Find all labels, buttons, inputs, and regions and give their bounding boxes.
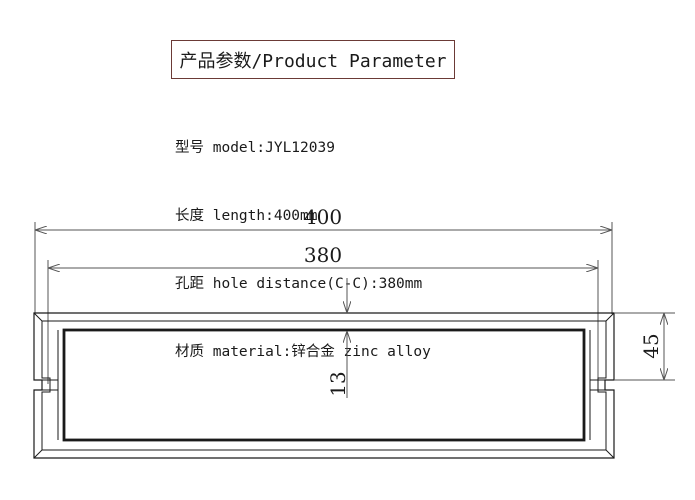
dimension-label-45: 45 xyxy=(639,333,663,358)
parameter-list: 型号 model:JYL12039 长度 length:400mm 孔距 hol… xyxy=(175,92,431,386)
handle-outline xyxy=(33,312,615,459)
handle-inner-edge xyxy=(41,320,607,451)
dimension-380: 380 xyxy=(47,243,599,384)
dimension-label-400: 400 xyxy=(304,205,342,229)
product-parameter-title: 产品参数/Product Parameter xyxy=(171,40,455,79)
handle-inner-opening xyxy=(62,328,586,442)
dimension-45: 45 xyxy=(614,312,675,381)
bevel-top-left xyxy=(33,312,43,322)
param-material: 材质 material:锌合金 zinc alloy xyxy=(175,343,431,360)
dimension-label-380: 380 xyxy=(304,243,342,267)
param-length: 长度 length:400mm xyxy=(175,207,318,224)
bevel-bottom-right xyxy=(605,449,615,459)
handle-outer-edge xyxy=(33,312,615,459)
dimension-label-13: 13 xyxy=(326,371,350,396)
param-model: 型号 model:JYL12039 xyxy=(175,140,335,157)
title-text: 产品参数/Product Parameter xyxy=(179,50,447,72)
dimension-13: 13 xyxy=(326,278,350,398)
bevel-top-right xyxy=(605,312,615,322)
dimension-400: 400 xyxy=(34,205,613,314)
bevel-bottom-left xyxy=(33,449,43,459)
param-hole-distance: 孔距 hole distance(C-C):380mm xyxy=(175,275,423,292)
